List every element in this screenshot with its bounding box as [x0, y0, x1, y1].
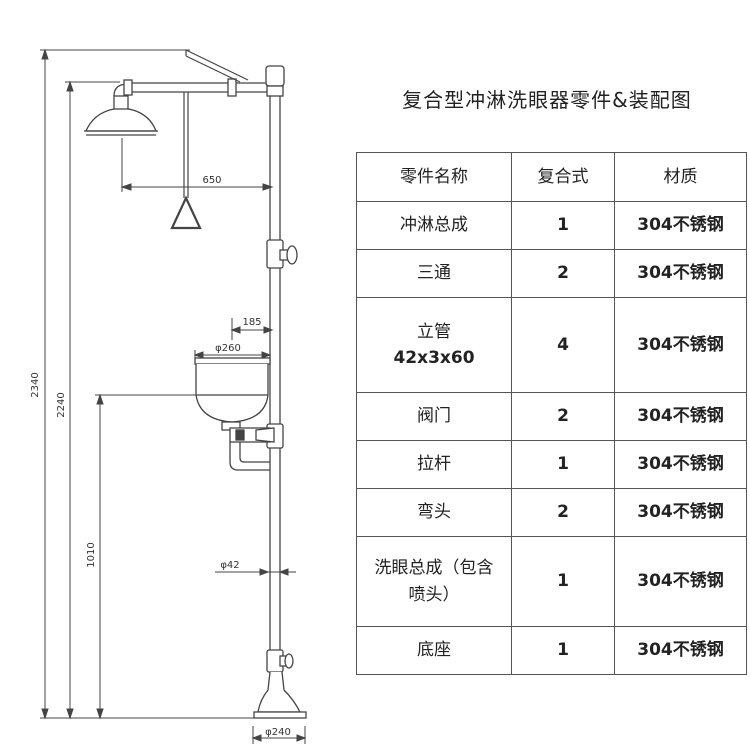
part-material: 304不锈钢	[614, 201, 747, 250]
part-name: 弯头	[356, 488, 512, 537]
part-name: 底座	[356, 626, 512, 675]
header-part-name: 零件名称	[356, 152, 512, 202]
part-quantity: 1	[511, 440, 615, 489]
part-quantity: 2	[511, 488, 615, 537]
table-row: 冲淋总成 1 304不锈钢	[356, 201, 747, 250]
page-title: 复合型冲淋洗眼器零件&装配图	[402, 88, 692, 112]
part-quantity: 1	[511, 626, 615, 675]
part-name-line1: 立管	[417, 321, 451, 342]
label-1010: 1010	[86, 542, 97, 567]
part-material: 304不锈钢	[614, 626, 747, 675]
part-material: 304不锈钢	[614, 536, 747, 627]
header-quantity: 复合式	[511, 152, 615, 202]
table-header-row: 零件名称 复合式 材质	[356, 152, 747, 202]
eyewash-bowl	[194, 357, 271, 431]
header-material: 材质	[614, 152, 747, 202]
label-bowl-diameter: φ260	[215, 343, 241, 354]
part-quantity: 2	[511, 249, 615, 298]
table-row: 洗眼总成（包含 喷头） 1 304不锈钢	[356, 536, 747, 627]
base	[253, 671, 307, 719]
dimension-2240	[65, 80, 120, 720]
label-pipe-diameter: φ42	[220, 560, 239, 571]
part-quantity: 1	[511, 201, 615, 250]
dimension-2340	[40, 48, 260, 720]
dimension-650	[120, 138, 274, 192]
part-name: 三通	[356, 249, 512, 298]
pull-rod	[170, 92, 202, 230]
arm-brace	[185, 49, 249, 83]
part-name-line2: 喷头）	[408, 584, 460, 605]
label-650: 650	[202, 175, 221, 186]
part-quantity: 2	[511, 392, 615, 441]
label-2240: 2240	[56, 392, 67, 417]
dimension-185	[230, 318, 274, 340]
part-name: 洗眼总成（包含 喷头）	[356, 536, 512, 627]
part-name: 拉杆	[356, 440, 512, 489]
shower-valve	[279, 245, 298, 265]
part-material: 304不锈钢	[614, 488, 747, 537]
bottom-valve	[279, 653, 294, 669]
part-name-line2: 42x3x60	[393, 348, 475, 368]
table-row: 立管 42x3x60 4 304不锈钢	[356, 297, 747, 393]
part-name: 冲淋总成	[356, 201, 512, 250]
label-185: 185	[242, 317, 261, 328]
label-2340: 2340	[30, 372, 41, 397]
label-base-diameter: φ240	[265, 727, 291, 738]
dimension-pipe-diameter	[215, 568, 296, 576]
part-name-line1: 洗眼总成（包含	[374, 558, 494, 579]
vertical-pipe	[265, 65, 285, 673]
table-row: 三通 2 304不锈钢	[356, 249, 747, 298]
assembly-drawing: 2340 2240 1010 650 185 φ260 φ42 φ240	[30, 48, 307, 744]
part-material: 304不锈钢	[614, 297, 747, 393]
dimension-1010	[95, 393, 205, 720]
table-row: 拉杆 1 304不锈钢	[356, 440, 747, 489]
table-row: 弯头 2 304不锈钢	[356, 488, 747, 537]
part-quantity: 4	[511, 297, 615, 393]
shower-arm	[123, 78, 270, 97]
part-name: 立管 42x3x60	[356, 297, 512, 393]
table-row: 阀门 2 304不锈钢	[356, 392, 747, 441]
part-name: 阀门	[356, 392, 512, 441]
part-quantity: 1	[511, 536, 615, 627]
part-material: 304不锈钢	[614, 249, 747, 298]
table-row: 底座 1 304不锈钢	[356, 626, 747, 675]
part-material: 304不锈钢	[614, 392, 747, 441]
part-material: 304不锈钢	[614, 440, 747, 489]
eyewash-valve	[229, 427, 275, 471]
parts-table: 零件名称 复合式 材质 冲淋总成 1 304不锈钢 三通 2 304不锈钢 立管…	[356, 152, 747, 675]
dimension-base-diameter	[251, 726, 307, 744]
shower-head	[84, 83, 158, 136]
